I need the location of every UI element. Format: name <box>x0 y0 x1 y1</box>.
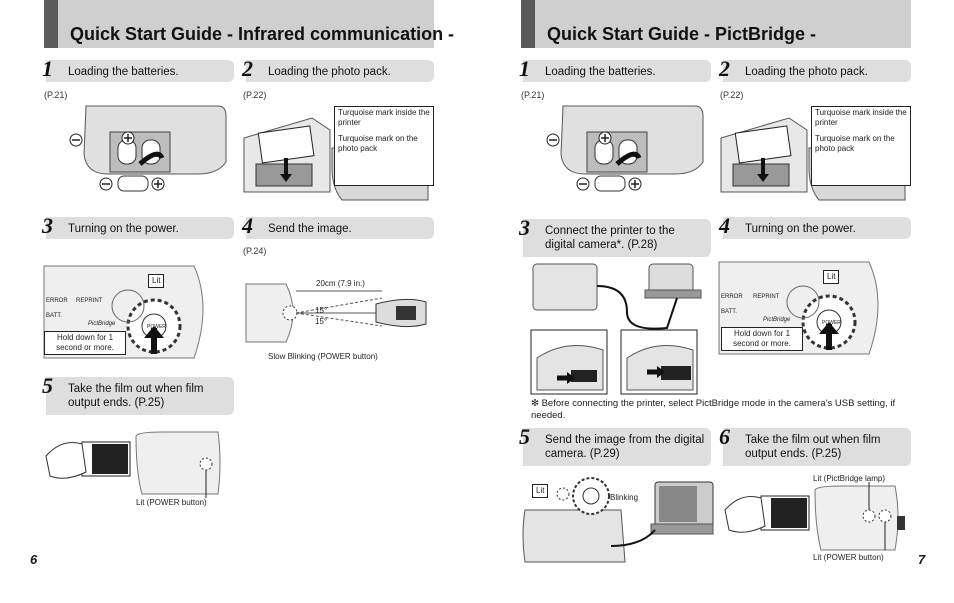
usb-connection-illustration <box>530 263 702 395</box>
left-step-1-ref: (P.21) <box>44 90 68 100</box>
turquoise-callout: Turquoise mark inside the printer Turquo… <box>334 106 434 186</box>
left-title-bar: Quick Start Guide - Infrared communicati… <box>44 0 454 48</box>
right-step-5: 5 Send the image from the digital camera… <box>519 424 711 466</box>
lit-power-label: Lit (POWER button) <box>813 553 884 562</box>
right-title-bar: Quick Start Guide - PictBridge - <box>521 0 911 48</box>
lit-label: Lit <box>148 274 165 288</box>
blinking-label: Blinking <box>610 493 639 502</box>
right-step-3: 3 Connect the printer to the digital cam… <box>519 215 711 257</box>
pictbridge-footnote: ✻ Before connecting the printer, select … <box>531 398 896 421</box>
left-step-4-ref: (P.24) <box>243 246 267 256</box>
right-page-title: Quick Start Guide - PictBridge - <box>547 24 817 44</box>
right-step-2: 2 Loading the photo pack. <box>719 56 911 82</box>
right-page-number: 7 <box>918 552 926 567</box>
right-step-1-ref: (P.21) <box>521 90 545 100</box>
left-step-2: 2 Loading the photo pack. <box>242 56 434 82</box>
left-page: Quick Start Guide - Infrared communicati… <box>30 0 454 567</box>
infrared-illustration <box>245 283 427 343</box>
hold-down-label: Hold down for 1 second or more. <box>721 327 803 351</box>
right-step-6: 6 Take the film out when film output end… <box>719 424 911 466</box>
turquoise-callout: Turquoise mark inside the printer Turquo… <box>811 106 911 186</box>
left-step-1: 1 Loading the batteries. <box>42 56 234 82</box>
send-image-illustration <box>522 477 714 563</box>
right-step-4: 4 Turning on the power. <box>719 213 911 239</box>
lit-label: Lit <box>823 270 840 284</box>
film-output-illustration <box>724 482 905 551</box>
left-step-4: 4 Send the image. <box>242 213 434 239</box>
left-step-5: 5 Take the film out when film output end… <box>42 373 234 415</box>
film-output-illustration <box>45 431 221 498</box>
left-step-3: 3 Turning on the power. <box>42 213 234 239</box>
lit-pictbridge-label: Lit (PictBridge lamp) <box>813 474 886 483</box>
left-step-2-ref: (P.22) <box>243 90 267 100</box>
right-step-2-ref: (P.22) <box>720 90 744 100</box>
lit-power-label: Lit (POWER button) <box>136 498 207 507</box>
right-page: Quick Start Guide - PictBridge - 1 Loadi… <box>477 0 954 603</box>
battery-illustration <box>69 105 227 192</box>
left-page-number: 6 <box>30 552 38 567</box>
left-page-title: Quick Start Guide - Infrared communicati… <box>70 24 455 44</box>
lit-lamp-label: Lit <box>532 484 549 498</box>
battery-illustration <box>546 105 704 192</box>
right-step-1: 1 Loading the batteries. <box>519 56 711 82</box>
slow-blinking-label: Slow Blinking (POWER button) <box>268 352 378 361</box>
hold-down-label: Hold down for 1 second or more. <box>44 331 126 355</box>
